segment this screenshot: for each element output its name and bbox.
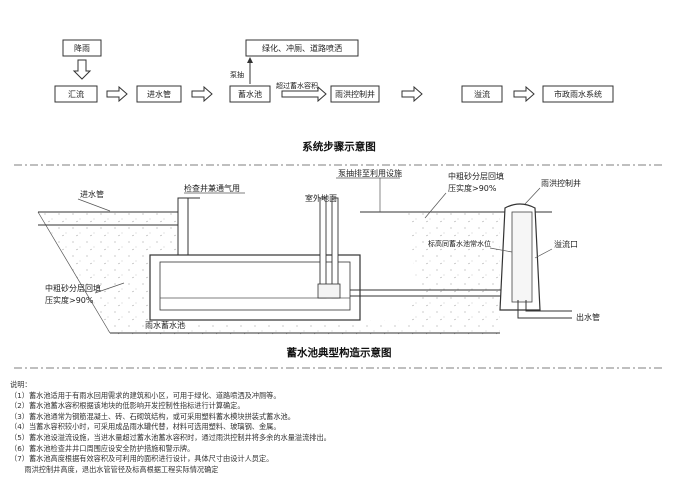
compaction-top-label: 压实度>90% — [448, 183, 497, 193]
municipal-box — [542, 85, 614, 103]
backfill-left-leader — [94, 282, 125, 294]
note-item: 雨洪控制井高度，退出水管管径及标高根据工程实际情况确定 — [10, 464, 219, 474]
diagram-canvas: 降雨 汇流 进水管 蓄水池 泵抽 绿化、冲厕、道路喷洒 超过蓄水容积 雨洪控制井… — [14, 39, 664, 369]
arrow-tank-well — [281, 85, 327, 103]
rain-box — [62, 39, 102, 57]
collect-label: 汇流 — [68, 89, 84, 99]
outdoor-ground-label: 室外地面 — [305, 193, 337, 203]
note-item: （5）蓄水池设溢流设施，当进水量超过蓄水池蓄水容积时，通过雨洪控制井将多余的水量… — [10, 432, 331, 442]
collect-box — [54, 85, 98, 103]
overflow-label: 溢流 — [474, 89, 490, 99]
soil-fill-bottom — [110, 300, 500, 335]
reuse-box — [245, 39, 359, 57]
control-well-inner — [511, 211, 533, 303]
arrow-collect-inlet — [106, 85, 128, 103]
municipal-label: 市政雨水系统 — [554, 89, 602, 99]
arrow-well-overflow — [401, 85, 423, 103]
flow-title: 系统步骤示意图 — [302, 140, 376, 153]
reuse-label: 绿化、冲厕、道路喷洒 — [262, 43, 342, 53]
well-leader — [524, 187, 541, 205]
arrow-inlet-tank — [191, 85, 213, 103]
tank-box — [229, 85, 271, 103]
left-slope — [37, 211, 111, 334]
port-leader — [534, 248, 553, 259]
outlet-pipe-label: 出水管 — [576, 312, 600, 322]
section-title: 蓄水池典型构造示意图 — [287, 346, 392, 359]
backfill-left-label: 中粗砂分层回填 — [45, 283, 101, 293]
overflow-well-label: 雨洪控制井 — [335, 89, 375, 99]
tank-label: 蓄水池 — [238, 89, 262, 99]
tank-section-label: 雨水蓄水池 — [145, 320, 185, 330]
note-item: （4）当蓄水容积较小时，可采用成品雨水罐代替，材料可选用塑料、玻璃钢、金属。 — [10, 422, 281, 432]
outlet-pipe-2 — [525, 300, 572, 312]
note-item: （6）蓄水池检查井井口周围应设安全防护措施和警示牌。 — [10, 443, 195, 453]
note-item: （3）蓄水池通常为钢筋混凝土、砖、石砌筑结构，或可采用塑料蓄水模块拼装式蓄水池。 — [10, 411, 295, 421]
notes-block: 说明： （1）蓄水池适用于有雨水回用需求的建筑和小区，可用于绿化、道路喷洒及冲厕… — [10, 380, 670, 475]
pump-pipe-label: 泵抽排至利用设施 — [338, 168, 402, 178]
pump-pipe-1 — [319, 197, 327, 299]
inlet-pipe-label: 进水管 — [147, 89, 171, 99]
inspection-shaft — [177, 197, 189, 259]
note-item: （2）蓄水池蓄水容积根据该地块的低影响开发控制性指标进行计算确定。 — [10, 401, 245, 411]
rain-down-arrow — [72, 59, 92, 80]
compaction-left-label: 压实度>90% — [45, 295, 94, 305]
inlet-leader — [77, 198, 111, 212]
water-level-leader — [489, 247, 513, 253]
note-item: （7）蓄水池高度根据有效容积及可利用的面积进行设计，具体尺寸由设计人员定。 — [10, 454, 274, 464]
backfill-leader — [424, 192, 447, 219]
inspection-label: 检查井兼通气用 — [184, 183, 240, 193]
rain-label: 降雨 — [74, 43, 90, 53]
overflow-well-section-label: 雨洪控制井 — [541, 178, 581, 188]
water-level-label: 标高同蓄水池常水位 — [428, 239, 491, 248]
pump-pipe-2 — [331, 197, 339, 299]
overflow-port-label: 溢流口 — [554, 239, 578, 249]
overflow-well-box — [330, 85, 380, 103]
outlet-pipe — [517, 300, 572, 319]
section-inlet-label: 进水管 — [80, 189, 104, 199]
pump-label: 泵抽 — [230, 70, 244, 79]
inlet-pipe-box — [136, 85, 182, 103]
overflow-box — [461, 85, 503, 103]
arrow-overflow-municipal — [513, 85, 535, 103]
pump-unit — [317, 283, 341, 299]
note-item: （1）蓄水池适用于有雨水回用需求的建筑和小区，可用于绿化、道路喷洒及冲厕等。 — [10, 390, 281, 400]
exceed-label: 超过蓄水容积 — [276, 81, 318, 90]
notes-heading: 说明： — [10, 380, 32, 389]
backfill-top-label: 中粗砂分层回填 — [448, 171, 504, 181]
